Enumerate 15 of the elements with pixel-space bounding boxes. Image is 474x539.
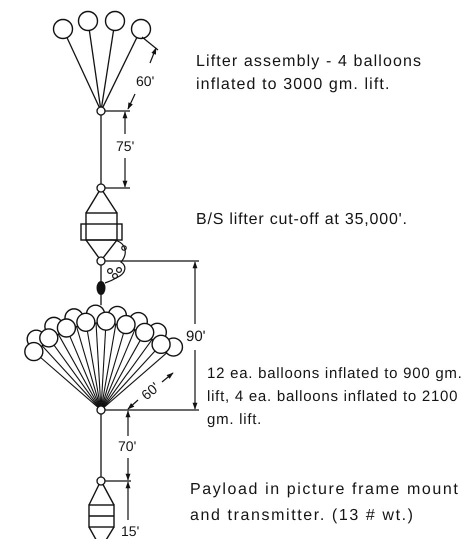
description-text: B/S lifter cut-off at 35,000'. — [196, 210, 409, 230]
tether-line — [100, 115, 102, 184]
payload-package — [88, 476, 115, 539]
dimension-label: 60' — [138, 379, 162, 403]
dimension-label: 90' — [186, 329, 206, 345]
dimension-label: 70' — [118, 438, 136, 454]
dimension-label: 75' — [116, 138, 134, 154]
description-text: Payload in picture frame mount and transmitter. (13 # wt.) — [190, 480, 460, 526]
cutoff-device-drawing — [80, 183, 127, 295]
tether-line — [100, 295, 102, 306]
dimension-label: 60' — [136, 73, 154, 89]
dimension-label: 15' — [121, 523, 140, 539]
description-text: Lifter assembly - 4 balloons inflated to 3000 gm. lift. — [196, 52, 424, 95]
tether-line — [100, 414, 102, 477]
description-text: 12 ea. balloons inflated to 900 gm. lift, 4 ea. balloons inflated to 2100 gm. lift. — [207, 364, 464, 430]
